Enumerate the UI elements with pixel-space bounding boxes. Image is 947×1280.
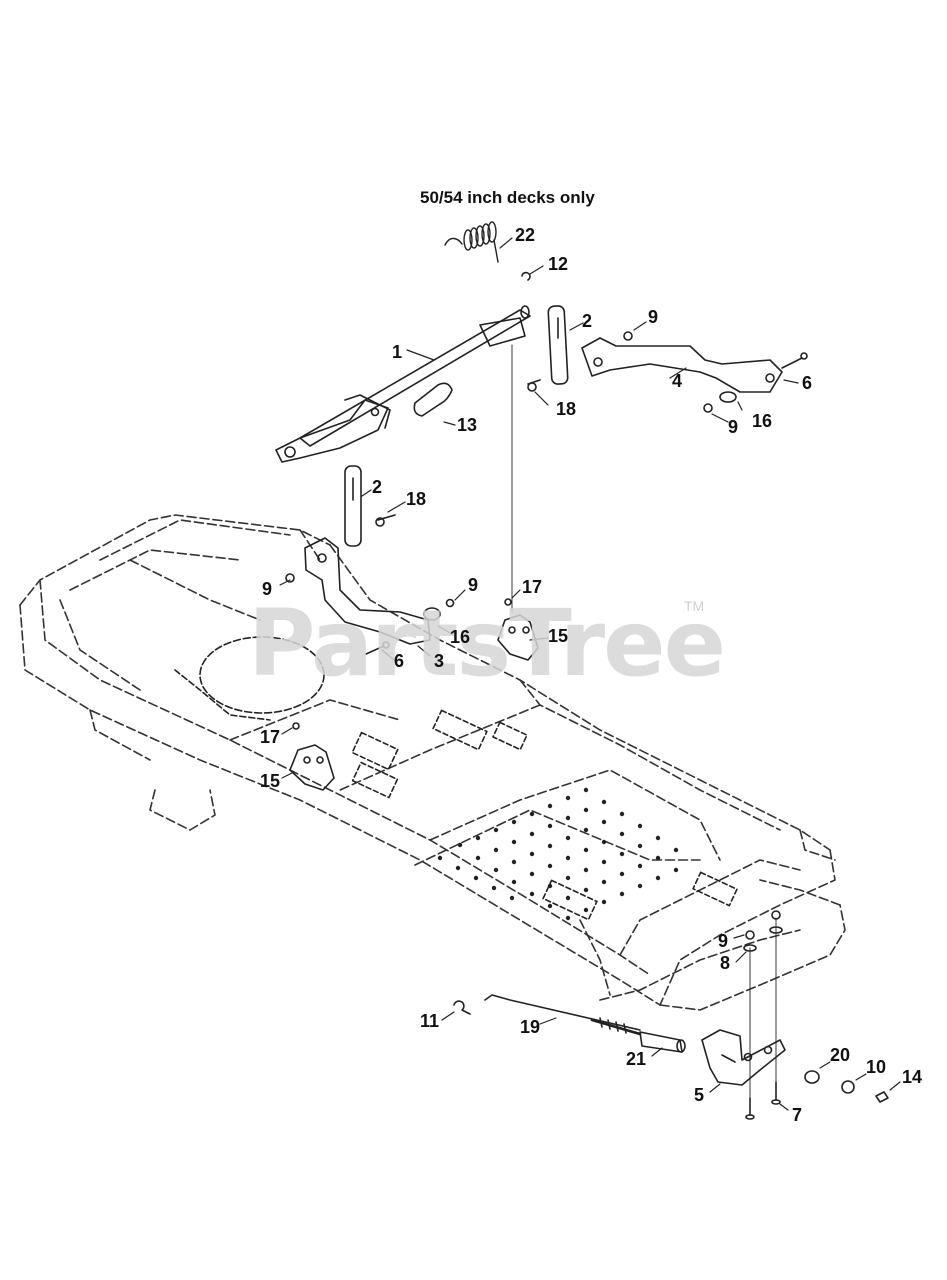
handle-grip bbox=[413, 382, 453, 417]
washer-8 bbox=[743, 944, 757, 952]
callout-9-mid: 9 bbox=[468, 575, 479, 595]
shoulder-bolt-lower bbox=[375, 514, 396, 527]
lift-link-upper bbox=[547, 305, 569, 385]
callout-6-right: 6 bbox=[802, 373, 813, 393]
callout-21: 21 bbox=[626, 1049, 647, 1069]
callout-19: 19 bbox=[520, 1017, 541, 1037]
bolt-17-right bbox=[504, 598, 512, 606]
callout-18-upper: 18 bbox=[556, 399, 577, 419]
rod-sleeve bbox=[639, 1031, 686, 1053]
washer-16-right bbox=[719, 391, 737, 403]
callout-7: 7 bbox=[792, 1105, 803, 1125]
torsion-spring bbox=[444, 221, 499, 263]
pivot-bracket bbox=[701, 1029, 786, 1086]
foot-platform-grate bbox=[437, 787, 679, 921]
shoulder-bolt-upper bbox=[527, 379, 541, 392]
nut-9-a bbox=[623, 331, 633, 341]
bolt-6-right bbox=[781, 352, 808, 369]
callout-11: 11 bbox=[420, 1011, 440, 1031]
callout-13: 13 bbox=[457, 415, 478, 435]
nut-9-d bbox=[445, 598, 455, 608]
washer-20 bbox=[804, 1070, 820, 1084]
watermark: PartsTree bbox=[248, 590, 726, 697]
callout-17-right: 17 bbox=[522, 577, 543, 597]
callout-8: 8 bbox=[720, 953, 731, 973]
callout-9-lower: 9 bbox=[718, 931, 729, 951]
lift-arm-right bbox=[581, 337, 783, 393]
callout-22: 22 bbox=[515, 225, 536, 245]
deck-hanger-left bbox=[289, 744, 335, 791]
callout-16-left: 16 bbox=[450, 627, 471, 647]
callout-3: 3 bbox=[434, 651, 445, 671]
callout-10: 10 bbox=[866, 1057, 887, 1077]
callout-9-upper: 9 bbox=[648, 307, 659, 327]
callout-15-right: 15 bbox=[548, 626, 569, 646]
nut-9-b bbox=[703, 403, 713, 413]
diagram-title: 50/54 inch decks only bbox=[420, 188, 595, 207]
hairpin-clip bbox=[521, 271, 531, 281]
nut-10 bbox=[841, 1080, 855, 1094]
cap-14 bbox=[875, 1091, 889, 1103]
nut-9-f bbox=[771, 910, 781, 920]
callout-4: 4 bbox=[672, 371, 683, 391]
nut-9-e bbox=[745, 930, 755, 940]
callout-14: 14 bbox=[902, 1067, 923, 1087]
lift-rod bbox=[484, 994, 642, 1036]
engine-opening bbox=[199, 636, 325, 714]
callout-16-right: 16 bbox=[752, 411, 773, 431]
callout-2-lower: 2 bbox=[372, 477, 383, 497]
bolt-7 bbox=[745, 1097, 755, 1120]
bolt-6-left bbox=[365, 641, 390, 655]
callout-5: 5 bbox=[694, 1085, 705, 1105]
callout-9-left: 9 bbox=[262, 579, 273, 599]
callout-9-right: 9 bbox=[728, 417, 739, 437]
frame-chassis bbox=[19, 514, 846, 1011]
lift-shaft bbox=[275, 305, 531, 463]
bolt-17-left bbox=[292, 722, 300, 730]
nut-9-c bbox=[285, 573, 295, 583]
deck-hanger-right bbox=[497, 614, 539, 661]
trademark-mark: TM bbox=[684, 598, 705, 614]
callout-20: 20 bbox=[830, 1045, 851, 1065]
callout-15-left: 15 bbox=[260, 771, 281, 791]
callout-1: 1 bbox=[392, 342, 403, 362]
callout-2-upper: 2 bbox=[582, 311, 593, 331]
clip-11 bbox=[453, 1000, 471, 1015]
callout-12: 12 bbox=[548, 254, 569, 274]
callout-6-left: 6 bbox=[394, 651, 405, 671]
washer-16-left bbox=[423, 607, 441, 621]
lift-arm-left bbox=[304, 537, 431, 645]
lift-link-lower bbox=[344, 465, 362, 547]
callout-17-left: 17 bbox=[260, 727, 281, 747]
callout-18-lower: 18 bbox=[406, 489, 427, 509]
